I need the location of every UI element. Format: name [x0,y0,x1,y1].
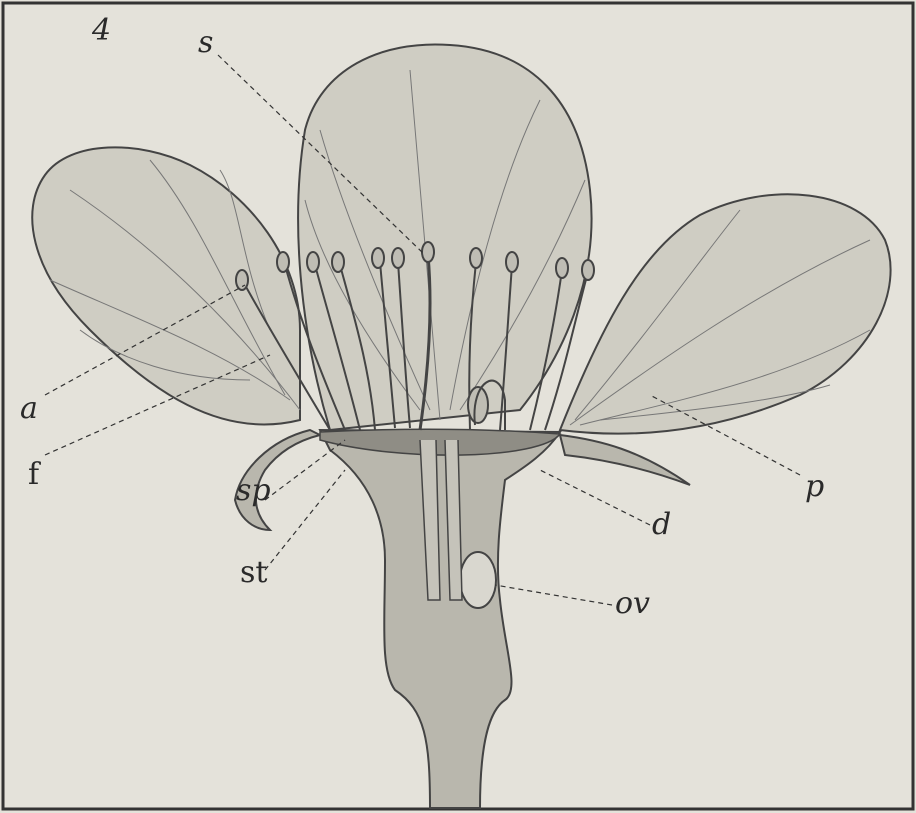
corner-mark: 4 [91,13,111,48]
label-st: st [240,555,267,590]
label-f: f [28,457,41,492]
label-s: s [198,25,213,60]
label-d: d [652,507,671,542]
right-petal [560,194,891,433]
label-a: a [20,391,38,426]
label-ov: ov [615,586,650,621]
right-sepal [560,435,690,485]
label-sp: sp [236,473,271,508]
label-p: p [805,469,824,504]
receptacle-and-stem [320,430,560,808]
ovule [460,552,496,608]
top-petal [298,44,591,430]
left-petal [32,147,300,424]
